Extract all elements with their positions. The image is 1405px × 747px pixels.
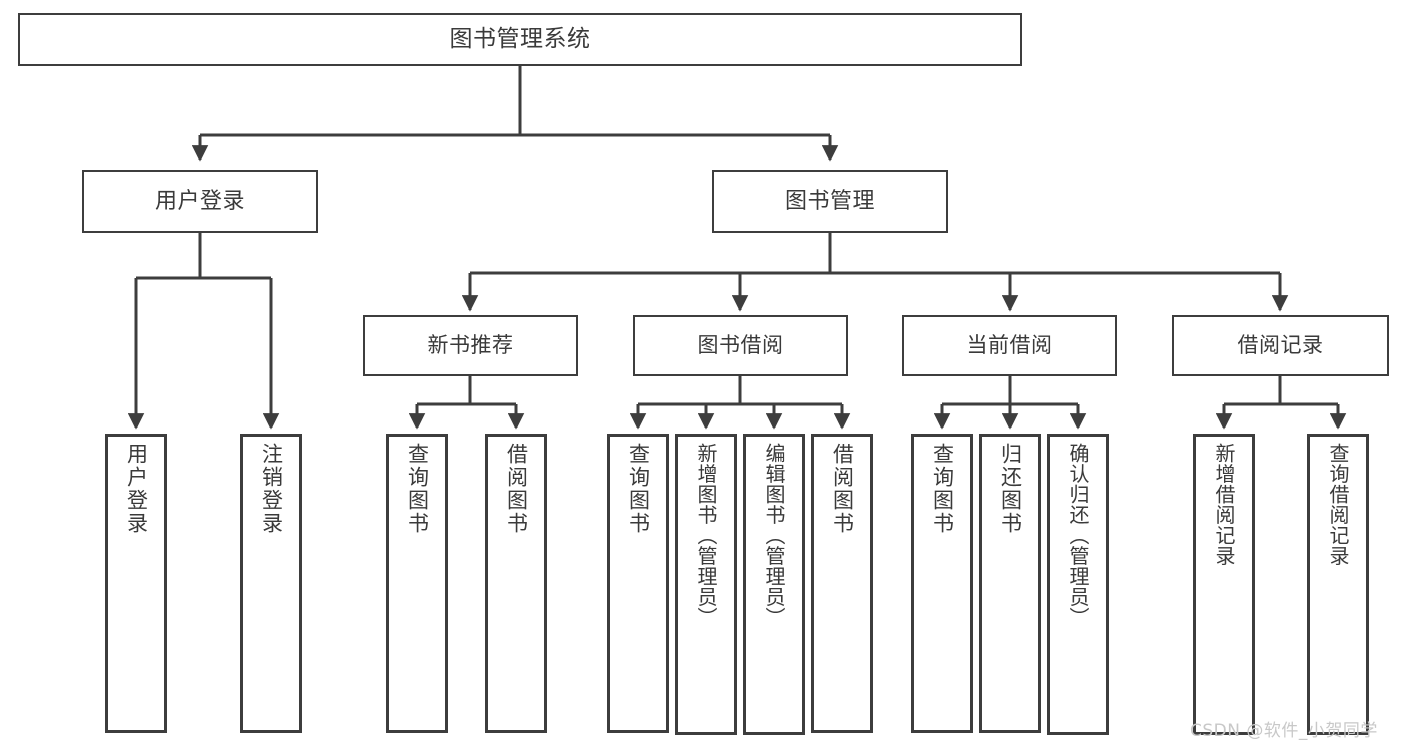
leaf-query-borrow-record[interactable]: 查询借阅记录 <box>1307 434 1369 735</box>
node-label: 借阅图书 <box>504 443 529 535</box>
node-label: 新书推荐 <box>427 333 514 358</box>
node-label: 借阅记录 <box>1237 333 1324 358</box>
leaf-query-book-current[interactable]: 查询图书 <box>911 434 973 733</box>
leaf-add-borrow-record[interactable]: 新增借阅记录 <box>1193 434 1255 735</box>
node-book-borrow[interactable]: 图书借阅 <box>633 315 848 376</box>
leaf-logout-login[interactable]: 注销登录 <box>240 434 302 733</box>
node-label: 新增图书（管理员） <box>694 443 718 628</box>
node-label: 图书管理 <box>784 188 875 214</box>
leaf-query-book-borrow[interactable]: 查询图书 <box>607 434 669 733</box>
node-book-management[interactable]: 图书管理 <box>712 170 948 233</box>
node-current-borrow[interactable]: 当前借阅 <box>902 315 1117 376</box>
leaf-confirm-return-admin[interactable]: 确认归还（管理员） <box>1047 434 1109 735</box>
leaf-add-book-admin[interactable]: 新增图书（管理员） <box>675 434 737 735</box>
node-borrow-record[interactable]: 借阅记录 <box>1172 315 1389 376</box>
leaf-borrow-book[interactable]: 借阅图书 <box>811 434 873 733</box>
node-label: 查询图书 <box>405 443 430 535</box>
leaf-return-book[interactable]: 归还图书 <box>979 434 1041 733</box>
node-label: 注销登录 <box>259 443 284 535</box>
leaf-user-login[interactable]: 用户登录 <box>105 434 167 733</box>
node-label: 图书管理系统 <box>449 25 591 52</box>
node-label: 借阅图书 <box>830 443 855 535</box>
node-label: 图书借阅 <box>697 333 784 358</box>
node-label: 查询图书 <box>626 443 651 535</box>
node-label: 用户登录 <box>124 443 149 535</box>
node-label: 编辑图书（管理员） <box>762 443 786 628</box>
node-new-book-recommend[interactable]: 新书推荐 <box>363 315 578 376</box>
node-label: 归还图书 <box>998 443 1023 535</box>
leaf-borrow-book-recommend[interactable]: 借阅图书 <box>485 434 547 733</box>
node-label: 用户登录 <box>154 188 245 214</box>
node-root-system[interactable]: 图书管理系统 <box>18 13 1022 66</box>
node-user-login[interactable]: 用户登录 <box>82 170 318 233</box>
leaf-query-book-recommend[interactable]: 查询图书 <box>386 434 448 733</box>
node-label: 当前借阅 <box>966 333 1053 358</box>
node-label: 确认归还（管理员） <box>1066 443 1090 628</box>
node-label: 查询图书 <box>930 443 955 535</box>
leaf-edit-book-admin[interactable]: 编辑图书（管理员） <box>743 434 805 735</box>
node-label: 新增借阅记录 <box>1212 443 1236 566</box>
node-label: 查询借阅记录 <box>1326 443 1350 566</box>
